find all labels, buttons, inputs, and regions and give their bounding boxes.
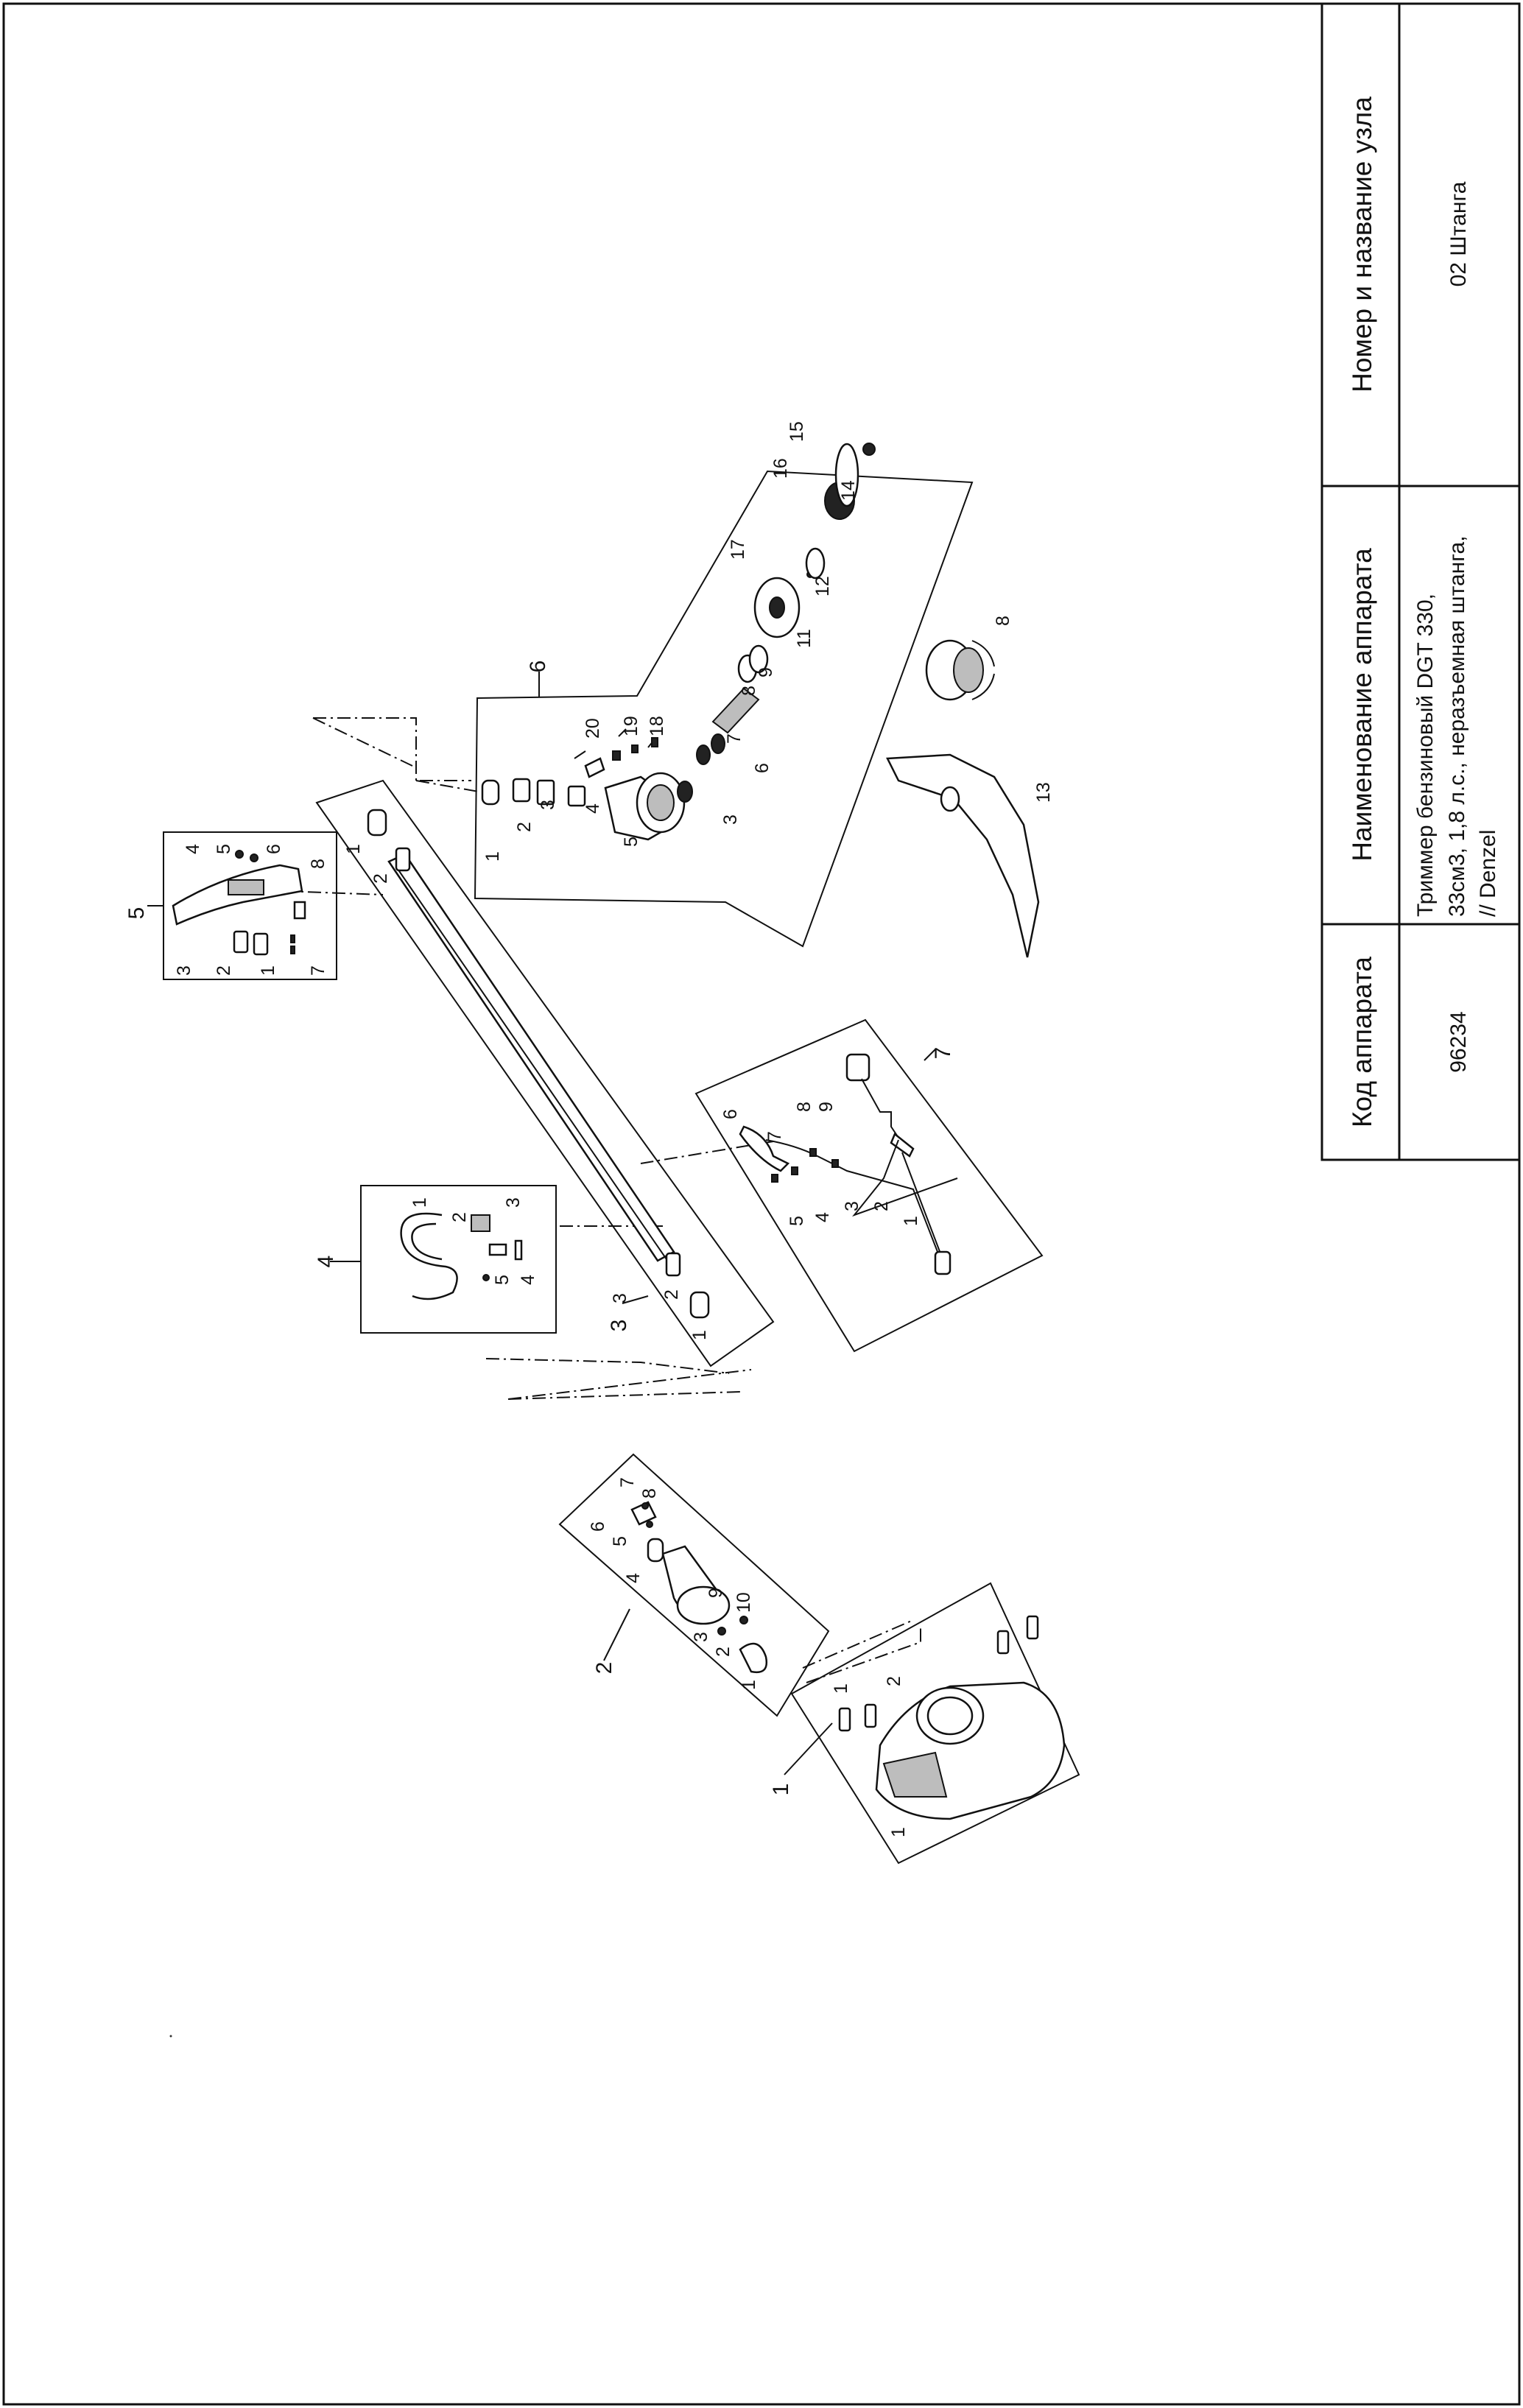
value-unit: 02 Штанга bbox=[1446, 181, 1471, 286]
callout-number: 16 bbox=[770, 458, 791, 479]
callout-number: 6 bbox=[752, 763, 773, 773]
callout-number: 11 bbox=[794, 629, 815, 648]
value-code: 96234 bbox=[1446, 1011, 1471, 1072]
callout-number: 10 bbox=[734, 1592, 754, 1613]
callout-number: 8 bbox=[993, 616, 1013, 626]
callout-number: 7 bbox=[724, 733, 745, 744]
group-7-handle: 7 1 2 3 4 5 6 7 8 9 bbox=[694, 1018, 1044, 1353]
callout-number: 4 bbox=[583, 803, 603, 814]
value-name-line-2: 33см3, 1,8 л.с., неразъемная штанга, bbox=[1445, 535, 1469, 917]
callout-number: 2 bbox=[370, 873, 391, 884]
callout-number: 7 bbox=[617, 1477, 638, 1488]
callout-number: 2 bbox=[214, 965, 234, 976]
callout-number: 4 bbox=[623, 1573, 644, 1583]
callout-number: 2 bbox=[713, 1647, 734, 1657]
header-unit: Номер и название узла bbox=[1347, 96, 1377, 392]
group-label-3: 3 bbox=[607, 1320, 631, 1332]
callout-number: 5 bbox=[787, 1216, 807, 1226]
callout-number: 1 bbox=[482, 851, 503, 862]
callout-number: 3 bbox=[503, 1197, 524, 1208]
callout-number: 8 bbox=[739, 686, 759, 696]
assembly-lines bbox=[283, 717, 921, 1683]
callout-number: 18 bbox=[647, 716, 667, 736]
group-3-shaft: 3 1 2 3 1 2 bbox=[315, 779, 775, 1367]
group-label-7: 7 bbox=[931, 1047, 955, 1060]
callout-number: 8 bbox=[639, 1488, 660, 1499]
callout-number: 5 bbox=[621, 837, 641, 847]
callout-number: 4 bbox=[812, 1212, 833, 1222]
callout-number: 2 bbox=[514, 822, 535, 832]
callout-number: 14 bbox=[838, 480, 859, 501]
group-5-guard: 5 1 2 3 4 5 6 7 8 bbox=[124, 831, 337, 980]
callout-number: 5 bbox=[214, 844, 234, 854]
callout-number: 3 bbox=[691, 1632, 711, 1642]
callout-number: 6 bbox=[264, 844, 284, 854]
callout-number: 20 bbox=[583, 718, 603, 739]
callout-number: 15 bbox=[787, 421, 807, 442]
group-2-clutch: 2 1 2 3 4 5 6 7 8 9 10 bbox=[558, 1453, 830, 1717]
group-label-5: 5 bbox=[124, 907, 149, 920]
callout-number: 2 bbox=[884, 1676, 904, 1686]
callout-number: 5 bbox=[492, 1275, 513, 1285]
stray-mark bbox=[169, 2035, 172, 2038]
header-name: Наименование аппарата bbox=[1347, 548, 1377, 862]
group-label-2: 2 bbox=[592, 1662, 616, 1675]
callout-number: 8 bbox=[794, 1102, 815, 1112]
callout-number: 7 bbox=[764, 1131, 785, 1141]
value-name-line-3: // Denzel bbox=[1476, 830, 1500, 917]
callout-number: 1 bbox=[258, 965, 278, 976]
group-1-housing: 1 1 2 1 bbox=[769, 1582, 1080, 1865]
callout-number: 3 bbox=[174, 965, 194, 976]
callout-number: 4 bbox=[518, 1275, 538, 1285]
callout-number: 17 bbox=[728, 539, 748, 560]
callout-number: 9 bbox=[706, 1588, 726, 1598]
callout-number: 1 bbox=[888, 1827, 909, 1837]
group-label-4: 4 bbox=[314, 1256, 338, 1268]
callout-number: 1 bbox=[343, 844, 364, 854]
callout-number: 3 bbox=[610, 1293, 630, 1303]
callout-number: 3 bbox=[538, 800, 558, 810]
callout-number: 8 bbox=[308, 859, 328, 869]
callout-number: 4 bbox=[183, 844, 203, 854]
callout-number: 12 bbox=[812, 576, 833, 596]
callout-number: 13 bbox=[1033, 782, 1054, 803]
callout-number: 3 bbox=[720, 814, 741, 825]
group-4-harness: 4 1 2 3 4 5 bbox=[314, 1185, 557, 1334]
callout-number: 1 bbox=[409, 1197, 430, 1208]
callout-number: 2 bbox=[661, 1289, 682, 1300]
callout-number: 6 bbox=[720, 1109, 741, 1119]
callout-number: 19 bbox=[621, 716, 641, 736]
group-6-gearbox: 6 1 2 bbox=[474, 421, 1054, 958]
callout-number: 1 bbox=[901, 1216, 921, 1226]
callout-number: 6 bbox=[588, 1521, 608, 1532]
value-name-line-1: Триммер бензиновый DGT 330, bbox=[1413, 594, 1438, 917]
title-block: Номер и название узла Наименование аппар… bbox=[1320, 2, 1521, 1161]
callout-number: 2 bbox=[871, 1201, 892, 1211]
callout-number: 2 bbox=[449, 1212, 470, 1222]
callout-number: 3 bbox=[842, 1201, 862, 1211]
callout-number: 1 bbox=[739, 1680, 759, 1690]
callout-number: 7 bbox=[308, 965, 328, 976]
callout-number: 5 bbox=[610, 1536, 630, 1546]
callout-number: 9 bbox=[756, 667, 776, 677]
callout-number: 1 bbox=[689, 1330, 710, 1340]
callout-number: 1 bbox=[831, 1683, 851, 1694]
group-label-1: 1 bbox=[769, 1784, 793, 1796]
group-label-6: 6 bbox=[526, 661, 550, 673]
header-code: Код аппарата bbox=[1347, 957, 1377, 1127]
callout-number: 9 bbox=[816, 1102, 837, 1112]
